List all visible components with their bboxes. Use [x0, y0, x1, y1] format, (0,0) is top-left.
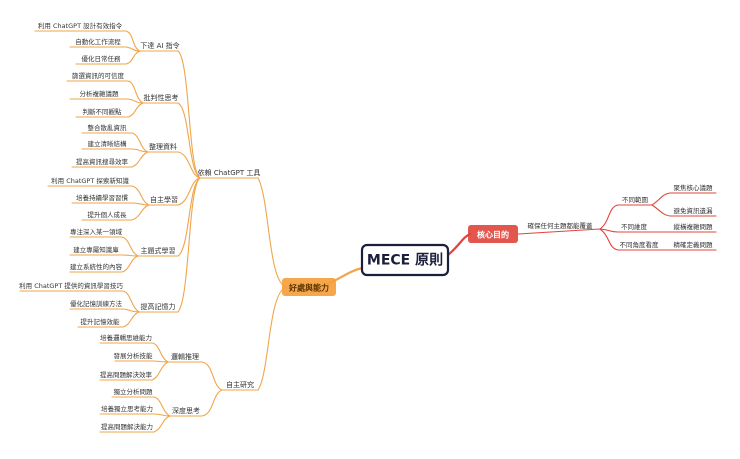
leaf-dimension-1: 縱橫複雜問題: [674, 222, 714, 231]
right-connectors: [446, 192, 717, 257]
coverage-label[interactable]: 確保任何主題都能覆蓋: [528, 221, 594, 230]
core-purpose-branch: 確保任何主題都能覆蓋 不同範圍 聚焦核心議題 避免資訊遺漏 不同維度 縱橫複雜問…: [528, 183, 714, 249]
leaf-ai-1: 利用 ChatGPT 設計有效指令: [38, 21, 123, 30]
research-branch: 自主研究 邏輯推理 培養邏輯思維能力 發展分析技能 提高問題解決效率 深度思考 …: [100, 333, 254, 431]
leaf-deep-2: 培養獨立思考能力: [101, 404, 153, 413]
leaf-deep-3: 提高問題解決能力: [101, 422, 153, 431]
leaf-thematic-2: 建立專屬知識庫: [73, 245, 119, 254]
ai-commands-label[interactable]: 下達 AI 指令: [140, 41, 179, 50]
leaf-memory-3: 提升記憶效能: [81, 317, 121, 326]
main-node-benefits-label: 好處與能力: [288, 283, 329, 293]
leaf-scope-2: 避免資訊遺漏: [674, 206, 714, 215]
leaf-angle-1: 精確定義問題: [674, 240, 714, 249]
left-connectors: [19, 30, 364, 433]
leaf-critical-2: 分析複雜議題: [80, 89, 120, 98]
leaf-memory-1: 利用 ChatGPT 提供的資訊學習技巧: [19, 281, 123, 290]
main-node-core-purpose-label: 核心目的: [477, 230, 509, 240]
tools-branch: 依賴 ChatGPT 工具 下達 AI 指令 利用 ChatGPT 設計有效指令…: [19, 21, 260, 326]
leaf-ai-2: 自動化工作流程: [75, 37, 121, 46]
critical-thinking-label[interactable]: 批判性思考: [144, 93, 179, 102]
main-node-benefits[interactable]: 好處與能力: [282, 278, 336, 296]
leaf-deep-1: 獨立分析問題: [114, 387, 154, 396]
leaf-logic-2: 發展分析技能: [114, 351, 154, 360]
leaf-organize-2: 建立清晰結構: [88, 139, 128, 148]
leaf-critical-1: 篩選資訊的可信度: [72, 71, 125, 80]
leaf-self-3: 提升個人成長: [88, 210, 128, 219]
root-label: MECE 原則: [367, 253, 443, 269]
logic-label[interactable]: 邏輯推理: [171, 352, 199, 361]
angle-label[interactable]: 不同角度看度: [620, 240, 660, 249]
leaf-ai-3: 優化日常任務: [82, 54, 122, 63]
tools-label[interactable]: 依賴 ChatGPT 工具: [198, 168, 261, 177]
thematic-label[interactable]: 主題式學習: [141, 246, 176, 255]
leaf-self-1: 利用 ChatGPT 探索新知識: [51, 176, 129, 185]
leaf-critical-3: 判斷不同觀點: [83, 107, 123, 116]
deep-thinking-label[interactable]: 深度思考: [172, 406, 200, 415]
leaf-logic-1: 培養邏輯思維能力: [100, 333, 152, 342]
dimension-label[interactable]: 不同維度: [621, 222, 648, 231]
memory-label[interactable]: 提高記憶力: [141, 302, 176, 311]
organize-label[interactable]: 整理資料: [149, 142, 177, 151]
leaf-thematic-3: 建立系統性的內容: [70, 262, 123, 271]
leaf-logic-3: 提高問題解決效率: [100, 370, 153, 379]
root-node[interactable]: MECE 原則: [360, 243, 450, 277]
research-label[interactable]: 自主研究: [226, 380, 254, 389]
scope-label[interactable]: 不同範圍: [622, 195, 648, 204]
leaf-organize-1: 整合散亂資訊: [88, 123, 128, 132]
leaf-thematic-1: 專注深入某一領域: [70, 227, 123, 236]
leaf-memory-2: 優化記憶訓練方法: [70, 299, 123, 308]
leaf-organize-3: 提高資訊搜尋效率: [76, 157, 129, 166]
main-node-core-purpose[interactable]: 核心目的: [468, 225, 518, 243]
leaf-scope-1: 聚焦核心議題: [674, 183, 714, 192]
leaf-self-2: 培養持續學習習慣: [76, 193, 129, 202]
self-learning-label[interactable]: 自主學習: [150, 195, 178, 204]
